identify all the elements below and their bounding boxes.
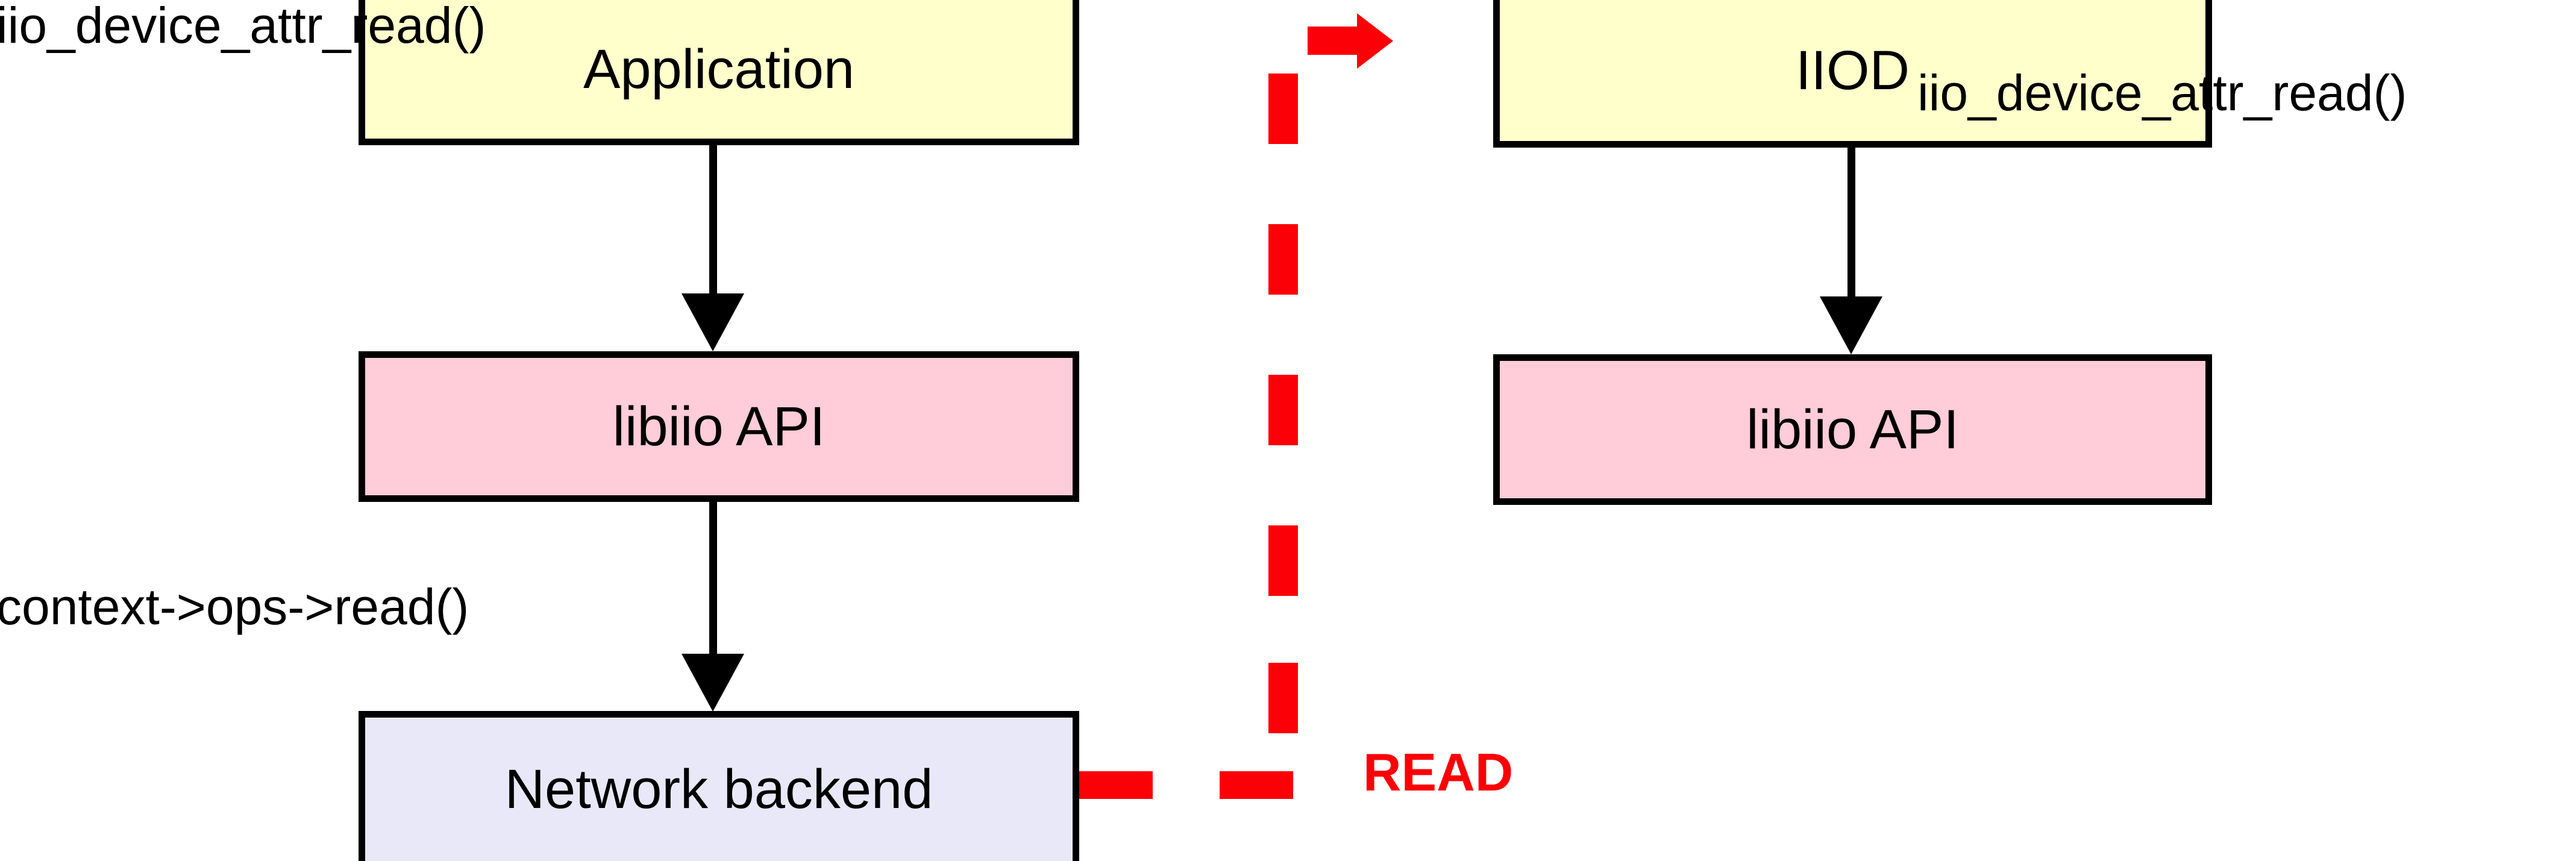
box-libiio-api-server[interactable]: libiio API: [1493, 354, 2212, 505]
arrow-iiod-to-libiio: [1820, 148, 1882, 354]
transport-dash-2: [1220, 771, 1293, 799]
box-libiio-api-server-label: libiio API: [1746, 399, 1959, 460]
arrow-shaft: [709, 145, 717, 320]
red-arrow-to-iiod: [1308, 13, 1393, 69]
transport-read-label: READ: [1363, 742, 1514, 802]
box-iiod-label: IIOD: [1795, 40, 1910, 101]
box-application-label: Application: [583, 39, 855, 100]
arrow-head: [1820, 296, 1882, 354]
arrow-libiio-to-network-backend: [682, 502, 744, 712]
edge-label-iio-device-attr-read-right: iio_device_attr_read(): [1917, 64, 2407, 121]
boundary-dash-4: [1268, 525, 1298, 596]
edge-label-context-ops-read: context->ops->read(): [0, 578, 469, 635]
box-iiod[interactable]: IIOD: [1493, 0, 2212, 148]
box-network-backend-label: Network backend: [504, 759, 933, 820]
box-libiio-api-client[interactable]: libiio API: [359, 351, 1079, 502]
arrow-head: [682, 293, 744, 351]
red-arrow-shaft: [1308, 27, 1365, 55]
arrow-shaft: [1847, 148, 1855, 323]
boundary-dash-2: [1268, 224, 1298, 295]
edge-label-iio-device-attr-read-left: iio_device_attr_read(): [0, 0, 486, 54]
box-application[interactable]: Application: [359, 0, 1079, 145]
boundary-dash-3: [1268, 375, 1298, 445]
box-network-backend[interactable]: Network backend: [359, 711, 1079, 861]
boundary-dash-1: [1268, 74, 1298, 144]
red-arrow-head: [1357, 13, 1393, 69]
boundary-dash-5: [1268, 663, 1298, 733]
box-libiio-api-client-label: libiio API: [612, 396, 826, 457]
arrow-shaft: [709, 502, 717, 680]
arrow-application-to-libiio: [682, 145, 744, 351]
arrow-head: [682, 654, 744, 712]
transport-dash-1: [1079, 771, 1153, 799]
